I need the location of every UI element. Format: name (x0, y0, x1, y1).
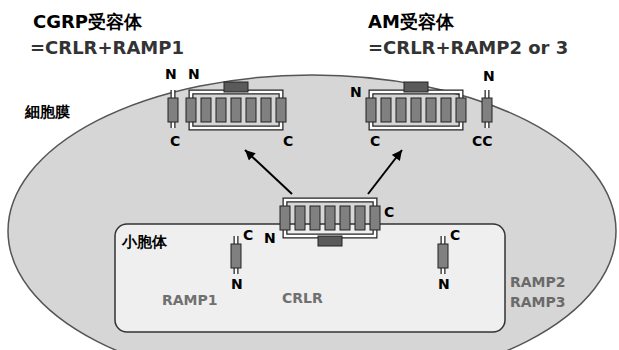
ramp-part: RAMP2RAMP3 (410, 208, 582, 315)
terminus-label: N (264, 230, 276, 246)
terminus-label: CC (472, 133, 493, 149)
terminus-label: C (384, 204, 394, 220)
terminus-label: N (438, 276, 450, 292)
crlr-symbol (366, 82, 466, 128)
transport-arrow (245, 150, 292, 194)
terminus-label: C (283, 133, 293, 149)
node-subtitle: RAMP3 (510, 294, 566, 310)
crlr-symbol (280, 200, 380, 246)
ramp-symbol (438, 236, 448, 274)
terminus-label: N (483, 68, 495, 84)
node-subtitle: =CRLR+RAMP1 (30, 38, 184, 59)
vesicle-outline (115, 224, 505, 332)
node-title: RAMP1 (162, 292, 218, 308)
node-title: RAMP2 (510, 274, 566, 290)
ramp-symbol (482, 90, 492, 128)
crlr-part: CRLR (258, 194, 400, 312)
terminus-label: C (370, 133, 380, 149)
ramp-part: RAMP1 (158, 212, 252, 312)
node-title: CRLR (282, 290, 323, 306)
terminus-label: N (165, 66, 177, 82)
cell-region: RAMP1 CRLR RAMP2RAMP3 小胞体 細胞膜 (8, 75, 616, 350)
node-subtitle: =CRLR+RAMP2 or 3 (368, 38, 568, 59)
cell-outline (8, 75, 616, 350)
terminus-label: N (188, 66, 200, 82)
terminus-label: C (243, 227, 253, 243)
terminus-label: C (170, 133, 180, 149)
node-title: 小胞体 (122, 234, 167, 251)
transport-arrow (368, 150, 402, 194)
terminus-label: N (231, 276, 243, 292)
ramp-symbol (231, 236, 241, 274)
ramp-symbol (168, 90, 178, 128)
crlr-symbol (186, 82, 286, 128)
node-title: CGRP受容体 (33, 12, 142, 33)
terminus-label: C (450, 227, 460, 243)
node-title: AM受容体 (368, 12, 454, 33)
terminus-label: N (350, 84, 362, 100)
node-title: 細胞膜 (25, 104, 70, 121)
